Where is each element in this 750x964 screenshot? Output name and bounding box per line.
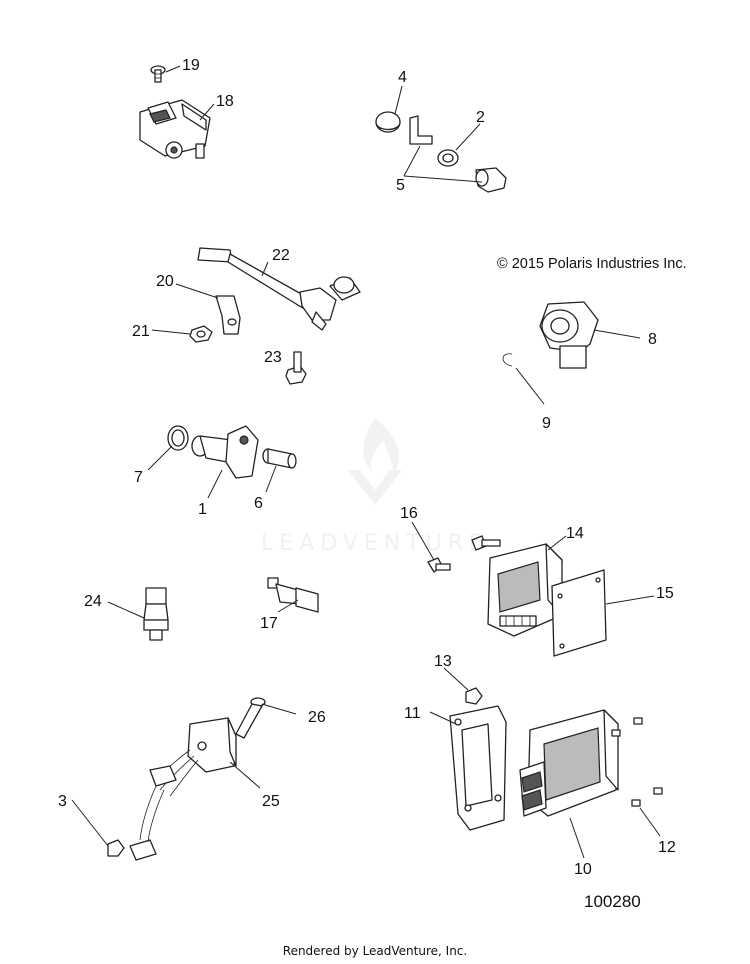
callout-22: 22 bbox=[272, 247, 290, 264]
render-footer: Rendered by LeadVenture, Inc. bbox=[282, 944, 468, 958]
part-16-bolt bbox=[427, 557, 451, 573]
part-14-ecu-housing bbox=[487, 543, 563, 637]
part-2-washer bbox=[437, 149, 459, 167]
copyright-notice: © 2015 Polaris Industries Inc. bbox=[497, 256, 687, 272]
callout-17: 17 bbox=[260, 615, 278, 632]
part-5-clip bbox=[409, 115, 433, 145]
callout-10: 10 bbox=[574, 861, 592, 878]
part-26-bolt bbox=[235, 697, 266, 739]
callout-2: 2 bbox=[476, 109, 485, 126]
part-19-screw bbox=[150, 65, 166, 83]
part-3-nut bbox=[107, 839, 125, 857]
part-16-bolt-2 bbox=[471, 535, 501, 551]
part-18-map-sensor bbox=[139, 99, 211, 159]
part-9-clip bbox=[502, 353, 513, 367]
callout-26: 26 bbox=[308, 709, 326, 726]
callout-20: 20 bbox=[156, 273, 174, 290]
callout-24: 24 bbox=[84, 593, 102, 610]
callout-11: 11 bbox=[404, 705, 421, 722]
callout-9: 9 bbox=[542, 415, 551, 432]
part-7-oring bbox=[167, 425, 189, 451]
callout-3: 3 bbox=[58, 793, 67, 810]
callout-1: 1 bbox=[198, 501, 207, 518]
callout-14: 14 bbox=[566, 525, 584, 542]
part-22-speed-sensor bbox=[197, 247, 361, 331]
callout-15: 15 bbox=[656, 585, 674, 602]
callout-12: 12 bbox=[658, 839, 676, 856]
callout-19: 19 bbox=[182, 57, 200, 74]
callout-13: 13 bbox=[434, 653, 452, 670]
part-4-cap bbox=[375, 111, 401, 133]
callout-23: 23 bbox=[264, 349, 282, 366]
callout-25: 25 bbox=[262, 793, 280, 810]
part-6-sleeve bbox=[262, 448, 297, 469]
leadventure-watermark: LEADVENTURE bbox=[261, 418, 489, 556]
part-10-ecu bbox=[519, 709, 619, 817]
callout-4: 4 bbox=[398, 69, 407, 86]
part-11-bracket bbox=[449, 705, 507, 831]
part-25-relay bbox=[129, 717, 237, 861]
callout-5: 5 bbox=[396, 177, 405, 194]
callout-6: 6 bbox=[254, 495, 263, 512]
callout-8: 8 bbox=[648, 331, 657, 348]
part-23-bolt bbox=[285, 351, 307, 385]
part-1-cam-sensor bbox=[191, 425, 259, 479]
part-17-temp-sensor bbox=[267, 577, 319, 613]
part-21-nut bbox=[189, 325, 213, 343]
part-12-screws bbox=[611, 717, 663, 807]
callout-7: 7 bbox=[134, 469, 143, 486]
document-number: 100280 bbox=[584, 892, 641, 911]
part-15-gasket bbox=[551, 569, 607, 657]
part-8-knock-sensor bbox=[539, 301, 599, 369]
part-13-nut bbox=[465, 687, 483, 705]
watermark-text: LEADVENTURE bbox=[261, 531, 489, 556]
part-24-pressure-switch bbox=[143, 587, 169, 641]
callout-21: 21 bbox=[132, 323, 150, 340]
callout-16: 16 bbox=[400, 505, 418, 522]
callout-18: 18 bbox=[216, 93, 234, 110]
part-20-bracket bbox=[215, 295, 241, 335]
part-5-sensor bbox=[475, 167, 507, 193]
